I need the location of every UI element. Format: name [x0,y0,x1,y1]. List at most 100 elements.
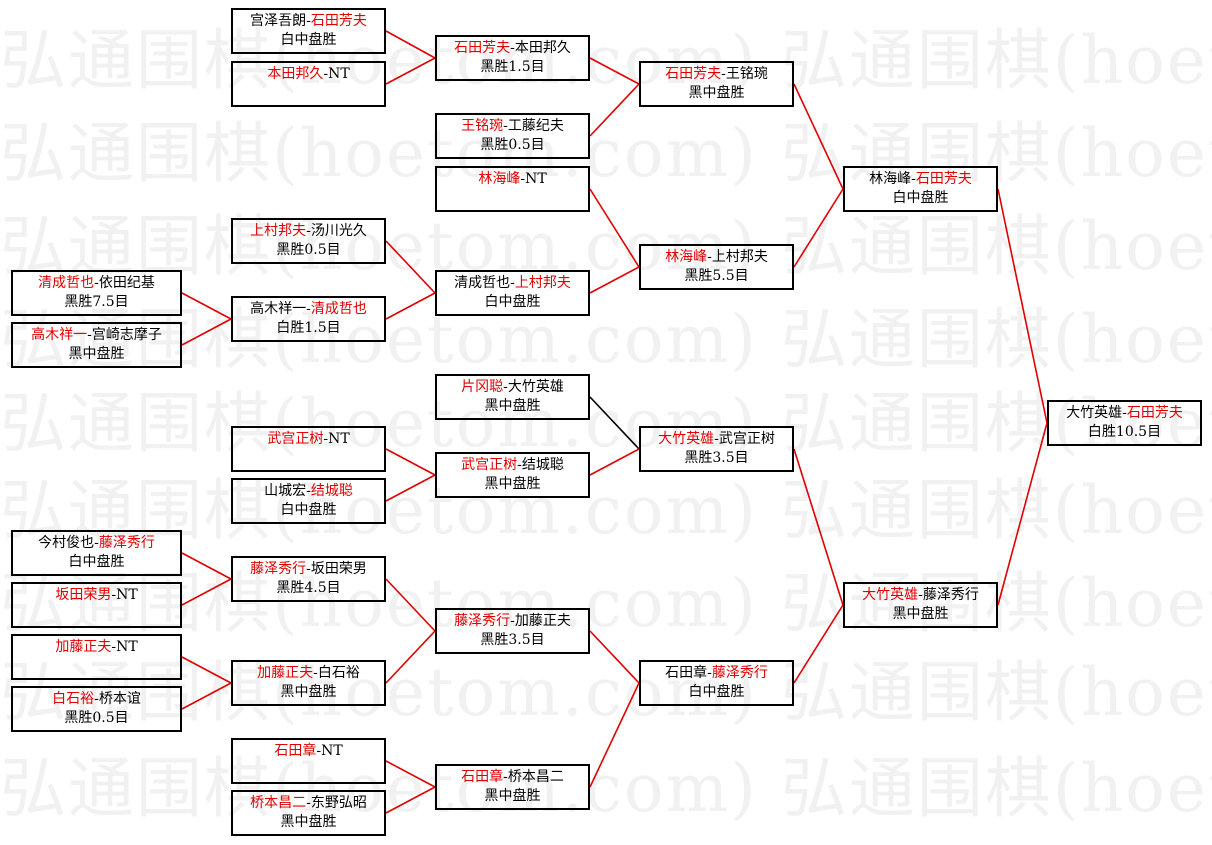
bracket-connector [385,760,436,788]
bracket-connector [589,682,640,788]
bracket-connector [385,630,436,684]
result-text: 黑中盘胜 [280,684,337,700]
players-row: 加藤正夫-白石裕 [257,664,360,683]
players-row: 林海峰-NT [478,170,546,189]
players-row: 石田章-藤泽秀行 [665,664,768,683]
separator: - [918,587,923,603]
players-row: 石田章-桥本昌二 [461,768,564,787]
bracket-connector [385,30,436,59]
players-row: 大竹英雄-武宫正树 [658,430,775,449]
result-text: 黑胜3.5目 [480,632,545,648]
result-text: 白中盘胜 [280,32,337,48]
players-row: 白石裕-桥本谊 [52,690,141,709]
players-row: 藤泽秀行-坂田荣男 [250,560,367,579]
white-player: 藤泽秀行 [98,535,155,551]
black-player: 坂田荣男 [55,587,112,603]
result-text: 白中盘胜 [688,684,745,700]
white-player: NT [328,431,350,447]
white-player: 东野弘昭 [310,795,367,811]
separator: - [520,171,526,187]
bracket-connector [793,604,844,684]
separator: - [306,301,311,317]
match-box: 片冈聪-大竹英雄黑中盘胜 [435,374,590,420]
bracket-connector [793,448,844,606]
white-player: 依田纪基 [98,275,155,291]
black-player: 清成哲也 [454,275,511,291]
bracket-connector [385,240,436,294]
match-box: 加藤正夫-NT [11,634,182,680]
white-player: NT [525,171,547,187]
separator: - [306,223,311,239]
black-player: 片冈聪 [461,379,504,395]
result-text: 黑中盘胜 [484,398,541,414]
match-box: 大竹英雄-武宫正树黑胜3.5目 [639,426,794,472]
match-box: 坂田荣男-NT [11,582,182,628]
final-match-box: 大竹英雄-石田芳夫白胜10.5目 [1047,400,1202,446]
white-player: 藤泽秀行 [922,587,979,603]
white-player: 王铭琬 [725,66,768,82]
bracket-connector [385,57,436,85]
result-text: 白中盘胜 [484,294,541,310]
bracket-connector [385,578,436,632]
result-text: 白中盘胜 [892,190,949,206]
bracket-connector [589,448,640,476]
players-row: 林海峰-上村邦夫 [665,248,768,267]
separator: - [306,13,311,29]
separator: - [87,327,92,343]
match-box: 上村邦夫-汤川光久黑胜0.5目 [231,218,386,264]
black-player: 石田章 [274,743,317,759]
bracket-connector [181,578,232,606]
white-player: 藤泽秀行 [711,665,768,681]
result-text: 黑胜0.5目 [64,710,129,726]
players-row: 藤泽秀行-加藤正夫 [454,612,571,631]
bracket-connector [385,292,436,320]
white-player: NT [116,639,138,655]
players-row: 本田邦久-NT [267,65,349,84]
match-box: 高木祥一-清成哲也白胜1.5目 [231,296,386,342]
players-row: 宫泽吾朗-石田芳夫 [250,12,367,31]
black-player: 大竹英雄 [1066,405,1123,421]
players-row: 王铭琬-工藤纪夫 [461,117,564,136]
white-player: 工藤纪夫 [507,118,564,134]
bracket-connector [385,786,436,814]
match-box: 清成哲也-上村邦夫白中盘胜 [435,270,590,316]
black-player: 藤泽秀行 [250,561,307,577]
players-row: 上村邦夫-汤川光久 [250,222,367,241]
result-text: 黑中盘胜 [484,476,541,492]
match-box: 加藤正夫-白石裕黑中盘胜 [231,660,386,706]
separator: - [510,40,515,56]
result-text: 白中盘胜 [68,554,125,570]
bracket-connector [997,422,1048,606]
players-row: 桥本昌二-东野弘昭 [250,794,367,813]
black-player: 武宫正树 [267,431,324,447]
bracket-connector [589,57,640,85]
result-text: 白胜10.5目 [1087,424,1162,440]
bracket-connector [385,474,436,502]
black-player: 宫泽吾朗 [250,13,307,29]
black-player: 桥本昌二 [250,795,307,811]
players-row: 大竹英雄-藤泽秀行 [862,586,979,605]
players-row: 武宫正树-NT [267,430,349,449]
white-player: NT [321,743,343,759]
match-box: 林海峰-NT [435,166,590,212]
white-player: 武宫正树 [718,431,775,447]
result-text: 黑胜5.5目 [684,268,749,284]
white-player: 结城聪 [521,457,564,473]
match-box: 藤泽秀行-加藤正夫黑胜3.5目 [435,608,590,654]
white-player: 结城聪 [310,483,353,499]
bracket-connector [589,630,640,684]
players-row: 石田芳夫-王铭琬 [665,65,768,84]
white-player: 汤川光久 [310,223,367,239]
separator: - [323,431,329,447]
match-box: 石田芳夫-王铭琬黑中盘胜 [639,61,794,107]
black-player: 山城宏 [264,483,307,499]
match-box: 大竹英雄-藤泽秀行黑中盘胜 [843,582,998,628]
black-player: 王铭琬 [461,118,504,134]
match-box: 清成哲也-依田纪基黑胜7.5目 [11,270,182,316]
bracket-connector [997,188,1048,424]
white-player: 坂田荣男 [310,561,367,577]
result-text: 白胜1.5目 [276,320,341,336]
players-row: 高木祥一-清成哲也 [250,300,367,319]
result-text: 黑中盘胜 [688,85,745,101]
white-player: 大竹英雄 [507,379,564,395]
